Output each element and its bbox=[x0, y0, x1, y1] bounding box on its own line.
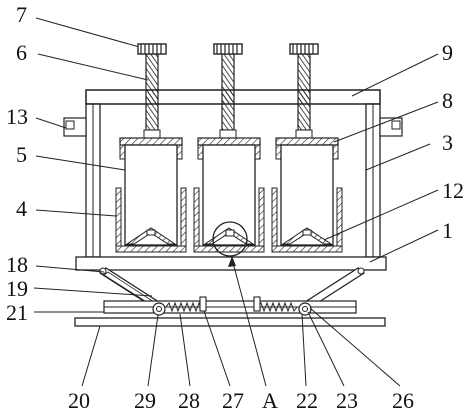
leader-lines bbox=[33, 17, 439, 387]
bottom-base bbox=[74, 317, 386, 327]
label-7: 7 bbox=[16, 2, 27, 27]
label-28: 28 bbox=[178, 388, 200, 413]
label-26: 26 bbox=[392, 388, 414, 413]
label-3: 3 bbox=[442, 130, 453, 155]
knobs bbox=[137, 43, 319, 55]
slide-rail bbox=[103, 300, 357, 314]
label-20: 20 bbox=[68, 388, 90, 413]
label-22: 22 bbox=[296, 388, 318, 413]
scissor-links bbox=[98, 267, 366, 310]
label-1: 1 bbox=[442, 218, 453, 243]
label-18: 18 bbox=[6, 252, 28, 277]
label-27: 27 bbox=[222, 388, 244, 413]
label-13: 13 bbox=[6, 104, 28, 129]
label-9: 9 bbox=[442, 40, 453, 65]
label-5: 5 bbox=[16, 142, 27, 167]
label-4: 4 bbox=[16, 196, 27, 221]
label-a: A bbox=[262, 388, 278, 413]
containers bbox=[124, 144, 334, 246]
detail-circle-a bbox=[212, 221, 248, 257]
arrow-a bbox=[228, 256, 236, 267]
bottom-trays bbox=[115, 227, 343, 253]
label-21: 21 bbox=[6, 300, 28, 325]
label-6: 6 bbox=[16, 40, 27, 65]
label-29: 29 bbox=[134, 388, 156, 413]
label-8: 8 bbox=[442, 88, 453, 113]
stop-block bbox=[199, 296, 207, 312]
springs bbox=[165, 301, 298, 313]
label-12: 12 bbox=[442, 178, 464, 203]
label-23: 23 bbox=[336, 388, 358, 413]
label-19: 19 bbox=[6, 276, 28, 301]
